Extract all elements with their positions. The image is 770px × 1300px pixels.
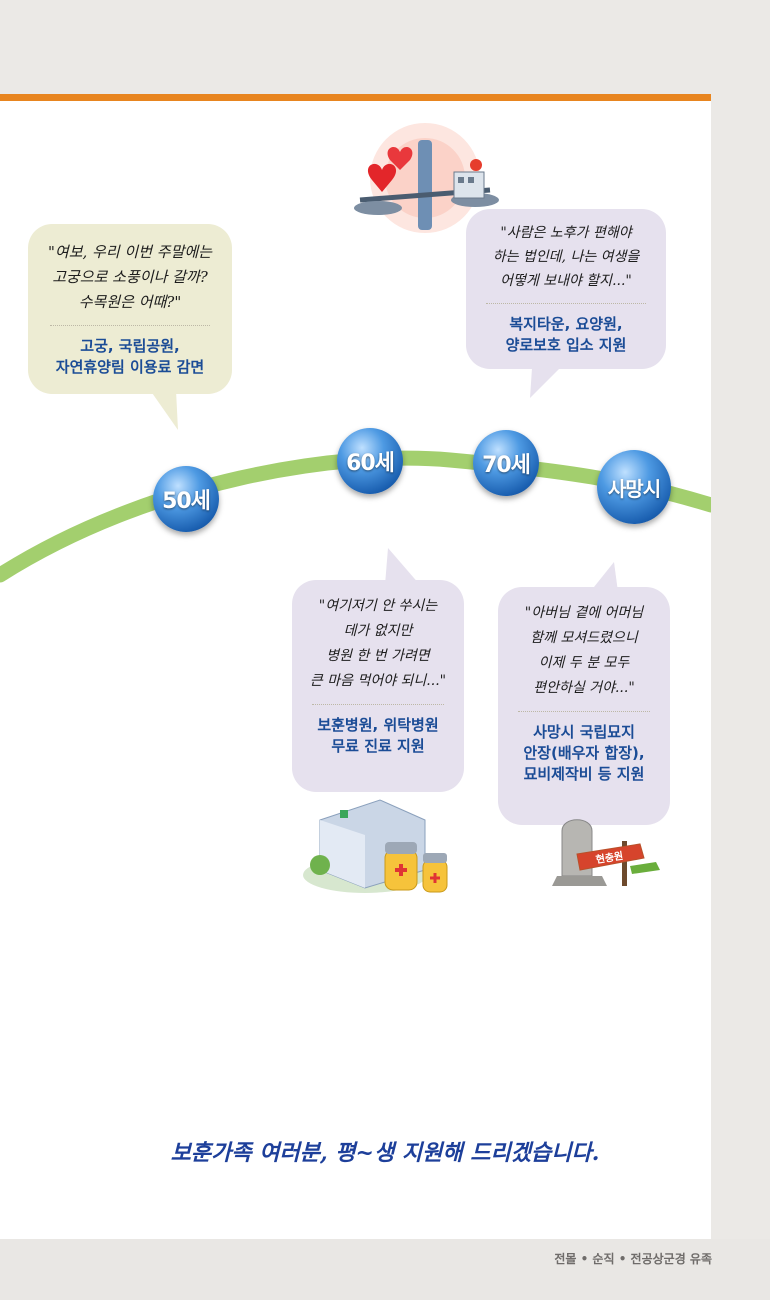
right-margin bbox=[711, 94, 770, 1300]
scale-pillar-icon bbox=[418, 140, 432, 230]
footer-label: 전몰 • 순직 • 전공상군경 유족 bbox=[554, 1252, 712, 1266]
bubble-divider bbox=[312, 704, 444, 705]
building-icon bbox=[453, 171, 485, 199]
welfare-scale-illustration bbox=[354, 123, 499, 233]
cemetery-illustration: 현충원 bbox=[552, 819, 660, 886]
age-ball-70: 70세 bbox=[473, 430, 539, 496]
age-ball-death: 사망시 bbox=[597, 450, 671, 524]
support-70: 복지타운, 요양원, 양로보호 입소 지원 bbox=[505, 315, 627, 354]
quote-death: "아버님 곁에 어머님 함께 모셔드렸으니 이제 두 분 모두 편안하실 거야.… bbox=[524, 605, 644, 696]
bubble-tail-60 bbox=[385, 548, 420, 585]
tree-icon bbox=[310, 855, 330, 875]
tagline: 보훈가족 여러분, 평~생 지원해 드리겠습니다. bbox=[170, 1140, 600, 1166]
age-ball-60: 60세 bbox=[337, 428, 403, 494]
bubble-tail-70 bbox=[530, 368, 560, 398]
bubble-tail-50 bbox=[150, 390, 178, 430]
bubble-60: "여기저기 안 쑤시는 데가 없지만 병원 한 번 가려면 큰 마음 먹어야 되… bbox=[292, 580, 464, 792]
bubble-tail-death bbox=[590, 562, 618, 592]
support-50: 고궁, 국립공원, 자연휴양림 이용료 감면 bbox=[55, 337, 205, 376]
quote-50: "여보, 우리 이번 주말에는 고궁으로 소풍이나 갈까? 수목원은 어때?" bbox=[48, 243, 212, 311]
bubble-divider bbox=[486, 303, 646, 304]
quote-60: "여기저기 안 쑤시는 데가 없지만 병원 한 번 가려면 큰 마음 먹어야 되… bbox=[309, 598, 447, 689]
signpost-icon bbox=[622, 841, 627, 886]
sign-text: 현충원 bbox=[595, 849, 624, 866]
age-ball-50: 50세 bbox=[153, 466, 219, 532]
footer-band bbox=[0, 1239, 770, 1300]
support-death: 사망시 국립묘지 안장(배우자 합장), 묘비제작비 등 지원 bbox=[523, 723, 645, 783]
bubble-death: "아버님 곁에 어머님 함께 모셔드렸으니 이제 두 분 모두 편안하실 거야.… bbox=[498, 587, 670, 825]
support-60: 보훈병원, 위탁병원 무료 진료 지원 bbox=[317, 716, 439, 755]
bubble-divider bbox=[50, 325, 210, 326]
hospital-illustration bbox=[303, 799, 448, 893]
bubble-50: "여보, 우리 이번 주말에는 고궁으로 소풍이나 갈까? 수목원은 어때?" … bbox=[28, 224, 232, 394]
sign-board-icon bbox=[576, 843, 645, 871]
orange-rule bbox=[0, 94, 711, 101]
scale-pan-left-icon bbox=[354, 201, 402, 215]
quote-70: "사람은 노후가 편해야 하는 법인데, 나는 여생을 어떻게 보내야 할지..… bbox=[492, 225, 640, 289]
bubble-70: "사람은 노후가 편해야 하는 법인데, 나는 여생을 어떻게 보내야 할지..… bbox=[466, 209, 666, 369]
heart-icon bbox=[387, 146, 413, 170]
heart-icon bbox=[367, 163, 397, 192]
bubble-divider bbox=[518, 711, 650, 712]
top-band bbox=[0, 0, 770, 94]
